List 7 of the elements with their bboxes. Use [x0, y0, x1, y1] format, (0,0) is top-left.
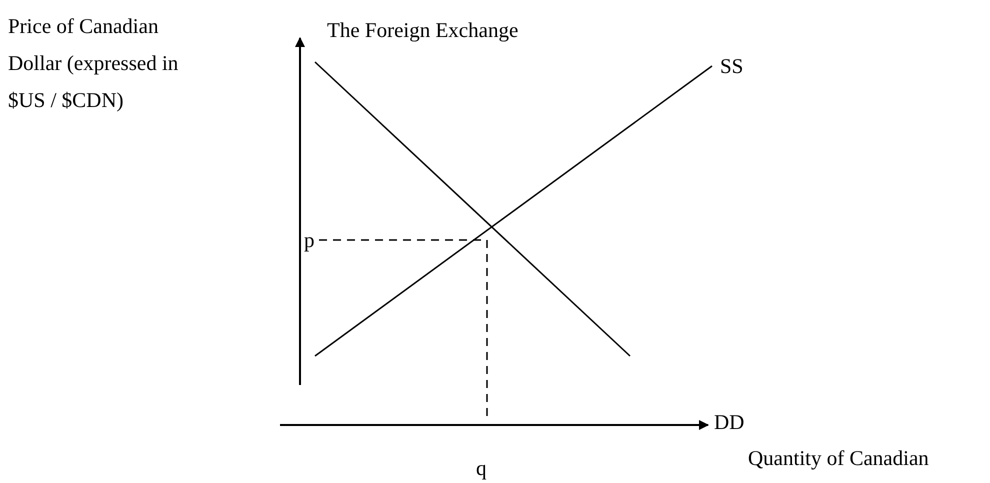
price-label: p [304, 227, 314, 254]
curve-label: SS [720, 53, 744, 80]
curve-label: DD [714, 409, 744, 436]
quantity-label: q [476, 455, 486, 482]
axis-label: Price of Canadian Dollar (expressed in $US / $CDN) [8, 13, 180, 114]
axis-label: Quantity of Canadian [748, 445, 929, 472]
chart-title: The Foreign Exchange [327, 17, 518, 44]
